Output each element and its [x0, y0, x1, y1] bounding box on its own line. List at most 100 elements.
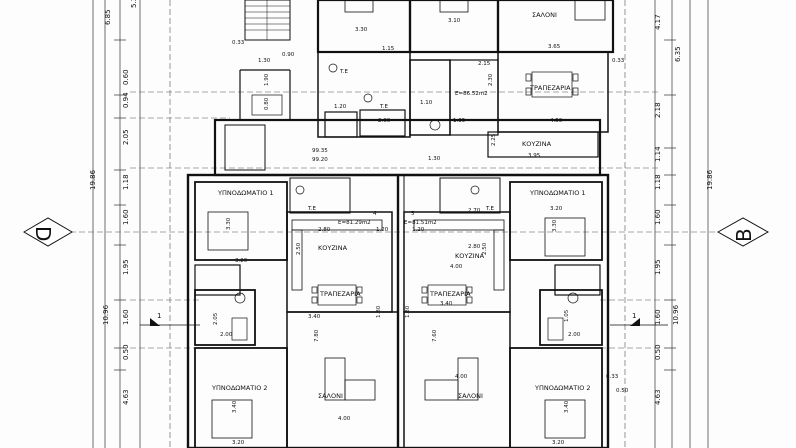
right-dim-1: 4.17 [654, 14, 662, 30]
kitchen-counters [291, 219, 505, 291]
inner-dim-6: 2.15 [478, 61, 491, 67]
inner-dim-44: 0.50 [616, 388, 629, 394]
left-dim-11: 19.86 [89, 169, 97, 190]
room-saloni-left: ΣΑΛΟΝΙ [318, 392, 343, 400]
inner-dim-21: 2.80 [318, 227, 331, 233]
room-trapezaria-left: ΤΡΑΠΕΖΑΡΙΑ [319, 290, 361, 298]
inner-dim-38: 1.80 [376, 305, 382, 318]
inner-dim-39: 1.80 [405, 305, 411, 318]
te-label-1: T.E [339, 69, 348, 75]
area-right: E=81.51m2 [404, 220, 437, 226]
inner-dim-27: 2.50 [296, 242, 302, 255]
inner-dim-16: 1.30 [428, 156, 441, 162]
inner-dim-37: 7.80 [314, 329, 320, 342]
axis-grid [70, 0, 730, 448]
axis-bubble-right [716, 217, 770, 247]
dimension-labels: 6.85 0.60 0.94 2.05 1.18 1.60 1.95 1.60 0.50 4.63… [89, 0, 714, 446]
right-dim-4: 1.14 [654, 146, 662, 162]
inner-dim-9: 2.30 [488, 73, 494, 86]
room-trapezaria-right: ΤΡΑΠΕΖΑΡΙΑ [429, 290, 471, 298]
inner-dim-48: 3.20 [552, 440, 565, 446]
inner-dim-33: 2.05 [213, 312, 219, 325]
dining-tables [311, 284, 473, 306]
right-dim-11: 19.86 [706, 169, 714, 190]
te-label-3: T.E [307, 206, 316, 212]
inner-dim-2: 3.10 [448, 18, 461, 24]
room-bedroom1-left: ΥΠΝΟΔΩΜΑΤΙΟ 1 [217, 189, 274, 197]
inner-dim-25: 3.20 [550, 206, 563, 212]
section-number-left: 1 [157, 312, 161, 320]
left-dim-12: 10.96 [102, 304, 110, 325]
left-dim-1: 6.85 [104, 9, 112, 25]
inner-dim-46: 3.40 [564, 400, 570, 413]
room-bedroom1-right: ΥΠΝΟΔΩΜΑΤΙΟ 1 [529, 189, 586, 197]
inner-dim-40: 7.60 [432, 329, 438, 342]
inner-dim-18: 0.80 [264, 97, 270, 110]
inner-dim-28: 2.80 [468, 244, 481, 250]
left-dim-3: 0.94 [122, 92, 130, 108]
te-label-2: T.E [379, 104, 388, 110]
inner-dim-4: 1.30 [258, 58, 271, 64]
inner-dim-11: 1.20 [334, 104, 347, 110]
inner-dim-41: 4.00 [338, 416, 351, 422]
right-dim-5: 1.18 [654, 174, 662, 190]
inner-dim-20: 3.20 [235, 258, 248, 264]
inner-dim-34: 2.00 [220, 332, 233, 338]
axis-label-left: D [31, 226, 55, 241]
room-kouzina-top: ΚΟΥΖΙΝΑ [522, 140, 552, 148]
room-trapezaria-top: ΤΡΑΠΕΖΑΡΙΑ [529, 84, 571, 92]
left-dim-5: 1.18 [122, 174, 130, 190]
inner-dim-43: 0.33 [606, 374, 619, 380]
left-dim-2: 0.60 [122, 69, 130, 85]
te-label-4: T.E [485, 206, 494, 212]
area-top: E=86.52m2 [455, 91, 488, 97]
axis-label-right: B [732, 228, 756, 242]
inner-dim-30: 4.00 [450, 264, 463, 270]
inner-dim-29: 2.50 [482, 242, 488, 255]
room-kouzina-right: ΚΟΥΖΙΝΑ [455, 252, 485, 260]
axis-bubble-left [23, 217, 73, 247]
inner-dim-31: 3.40 [308, 314, 321, 320]
inner-dim-35: 1.05 [564, 309, 570, 322]
right-dim-10: 4.63 [654, 389, 662, 405]
right-dim-8: 1.60 [654, 309, 662, 325]
inner-dim-10: 0.33 [232, 40, 245, 46]
right-dim-12: 10.96 [672, 304, 680, 325]
area-left: E=81.29m2 [338, 220, 371, 226]
inner-dim-23: 1.20 [412, 227, 425, 233]
unit-number-5: 5 [411, 211, 415, 217]
inner-dim-47: 3.20 [232, 440, 245, 446]
left-dim-6: 1.60 [122, 209, 130, 225]
unit-number-4: 4 [373, 211, 377, 217]
inner-dim-17: 2.25 [491, 133, 497, 146]
section-marks [140, 318, 668, 326]
inner-dim-14: 1.35 [453, 118, 466, 124]
inner-dim-15: 3.95 [528, 153, 541, 159]
inner-dim-36: 2.00 [568, 332, 581, 338]
dimension-lines [92, 0, 709, 448]
inner-dim-50: 0.90 [282, 52, 295, 58]
inner-dim-45: 3.40 [232, 400, 238, 413]
inner-dim-3: 1.15 [382, 46, 395, 52]
inner-dim-26: 3.30 [552, 219, 558, 232]
inner-dim-8: 4.50 [550, 118, 563, 124]
living-sofas [324, 357, 479, 401]
left-dim-9: 0.50 [122, 344, 130, 360]
inner-dim-22: 1.20 [376, 227, 389, 233]
lower-walls [186, 173, 610, 448]
room-saloni-right: ΣΑΛΟΝΙ [458, 392, 483, 400]
inner-dim-7: 3.65 [548, 44, 561, 50]
room-saloni-top: ΣΑΛΟΝΙ [532, 11, 557, 19]
inner-dim-49: 1.90 [264, 73, 270, 86]
right-dim-2: 6.35 [674, 46, 682, 62]
room-kouzina-left: ΚΟΥΖΙΝΑ [318, 244, 348, 252]
right-dim-3: 2.18 [654, 102, 662, 118]
elevation-bottom: 99.20 [312, 157, 328, 163]
room-labels: ΣΑΛΟΝΙ ΤΡΑΠΕΖΑΡΙΑ ΚΟΥΖΙΝΑ ΥΠΝΟΔΩΜΑΤΙΟ 1 … [157, 11, 636, 400]
left-dim-4: 2.05 [122, 129, 130, 145]
top-sofa [344, 0, 606, 21]
left-dim-7: 1.95 [122, 259, 130, 275]
inner-dim-5: 0.33 [612, 58, 625, 64]
